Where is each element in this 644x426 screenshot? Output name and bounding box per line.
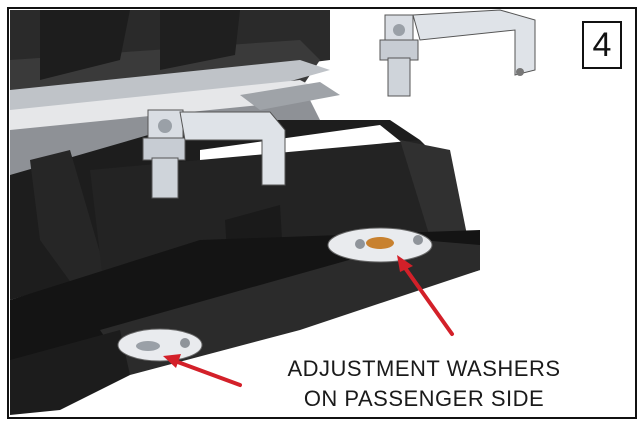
arrow-to-left-washer [163, 354, 242, 387]
step-number-box: 4 [582, 21, 622, 69]
front-pin-assembly [142, 109, 286, 199]
arrow-to-right-washer [397, 255, 454, 336]
left-washer-plate [117, 328, 203, 362]
callout-line-1: ADJUSTMENT WASHERS [287, 356, 561, 381]
crossbar [240, 82, 340, 110]
callout-label: ADJUSTMENT WASHERS ON PASSENGER SIDE [214, 354, 634, 414]
callout-line-2: ON PASSENGER SIDE [303, 386, 545, 411]
step-number: 4 [592, 26, 612, 64]
rear-pin-assembly [379, 9, 536, 97]
right-washer-plate [327, 227, 433, 263]
